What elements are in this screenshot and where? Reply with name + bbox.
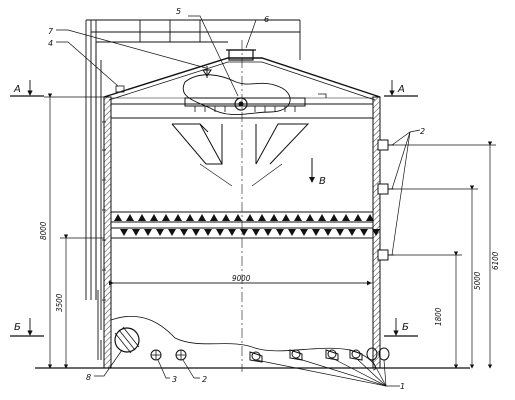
filter-triangle: [324, 229, 332, 236]
callout-8: 8: [86, 373, 91, 382]
filter-triangle: [360, 229, 368, 236]
svg-text:Б: Б: [14, 322, 21, 333]
dim-inner-width: 9000: [232, 274, 251, 283]
filter-triangle: [240, 229, 248, 236]
filter-triangle: [144, 229, 152, 236]
callout-1: 1: [400, 382, 405, 391]
dim-total-height: 8000: [39, 221, 48, 240]
filter-triangle: [312, 229, 320, 236]
outlet-pipe-8: [114, 326, 140, 354]
filter-triangle: [336, 229, 344, 236]
callout-5: 5: [176, 7, 181, 16]
section-b-left: Б: [10, 318, 44, 337]
filter-triangle: [246, 214, 254, 221]
callout-3: 3: [172, 375, 177, 384]
external-pipes: [85, 19, 301, 360]
filter-triangle: [258, 214, 266, 221]
section-a-left: А: [10, 80, 44, 97]
filter-triangle: [252, 229, 260, 236]
inlet-cloud: [182, 74, 291, 116]
section-a-right: А: [384, 80, 418, 97]
filter-triangle: [318, 214, 326, 221]
filter-triangle: [270, 214, 278, 221]
roof-inner: [108, 61, 376, 101]
filter-triangle: [114, 214, 122, 221]
filter-triangle: [228, 229, 236, 236]
svg-text:Б: Б: [402, 322, 409, 333]
filter-triangle: [282, 214, 290, 221]
dim-1800: 1800: [434, 307, 443, 326]
drain-nozzles: [249, 347, 390, 363]
filter-triangle: [300, 229, 308, 236]
filter-triangle: [180, 229, 188, 236]
dim-5000: 5000: [473, 271, 482, 290]
filter-triangle: [186, 214, 194, 221]
valve-3: [150, 349, 162, 361]
filter-triangle: [348, 229, 356, 236]
filter-triangle: [216, 229, 224, 236]
callout-2-right: 2: [420, 127, 425, 136]
filter-triangle: [132, 229, 140, 236]
filter-triangle: [198, 214, 206, 221]
flow-label: В: [319, 176, 326, 187]
filter-triangle: [138, 214, 146, 221]
bottom-cloud: [110, 315, 376, 371]
callout-7: 7: [48, 27, 54, 36]
filter-triangle: [156, 229, 164, 236]
svg-text:А: А: [13, 84, 21, 95]
filter-triangle: [372, 229, 380, 236]
svg-text:А: А: [397, 84, 405, 95]
dim-6100: 6100: [491, 251, 500, 270]
filter-triangle: [204, 229, 212, 236]
valve-2-bottom: [175, 349, 187, 361]
hoppers: [171, 123, 310, 165]
filter-triangle: [120, 229, 128, 236]
filter-triangle: [306, 214, 314, 221]
filter-triangle: [288, 229, 296, 236]
filter-triangle: [294, 214, 302, 221]
filter-triangle: [174, 214, 182, 221]
dim-lower-height: 3500: [55, 293, 64, 312]
filter-triangle: [342, 214, 350, 221]
filter-triangle: [126, 214, 134, 221]
filter-triangle: [150, 214, 158, 221]
filter-triangle: [162, 214, 170, 221]
roof-valve-7: [202, 66, 212, 78]
left-flanges: [102, 85, 125, 301]
section-b-right: Б: [384, 318, 418, 337]
filter-triangle: [192, 229, 200, 236]
roof: [103, 57, 381, 98]
callout-6: 6: [264, 15, 269, 24]
left-wall: [103, 96, 112, 369]
filter-triangle: [264, 229, 272, 236]
filter-triangle: [222, 214, 230, 221]
filter-triangle: [210, 214, 218, 221]
filter-triangle: [330, 214, 338, 221]
filter-triangle: [168, 229, 176, 236]
callout-4: 4: [48, 39, 53, 48]
filter-triangle: [234, 214, 242, 221]
filter-triangle: [366, 214, 374, 221]
filter-triangle: [354, 214, 362, 221]
callout-2-bottom: 2: [202, 375, 207, 384]
filter-layer: [111, 211, 380, 239]
filter-triangle: [276, 229, 284, 236]
